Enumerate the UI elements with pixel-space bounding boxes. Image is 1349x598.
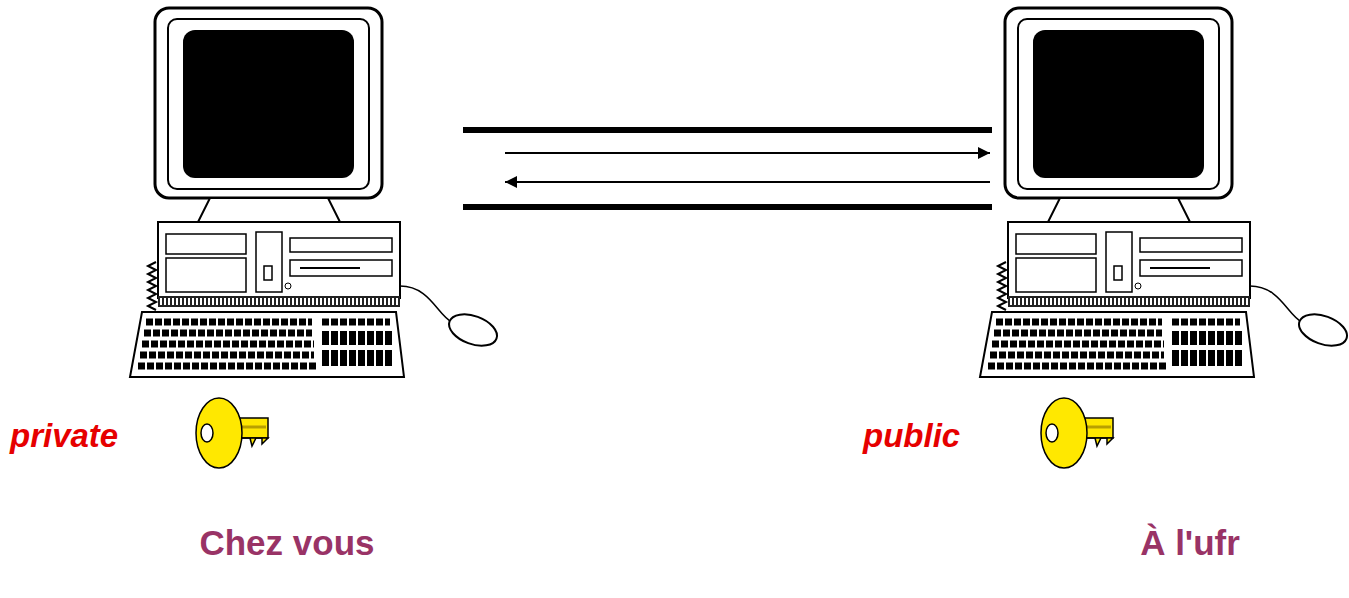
key-label: public <box>863 417 1003 455</box>
key-icon <box>1041 398 1113 468</box>
key-label: private <box>10 417 150 455</box>
computer-station: privateChez vous <box>130 5 505 575</box>
arrow-connector <box>505 152 990 154</box>
computer-illustration <box>130 8 501 377</box>
computer-station: publicÀ l'ufr <box>990 5 1349 575</box>
channel-line <box>463 127 992 133</box>
arrow-connector <box>505 181 990 183</box>
place-label: À l'ufr <box>1090 523 1290 563</box>
channel-line <box>463 204 992 210</box>
key-icon <box>196 398 268 468</box>
computer-illustration <box>980 8 1349 377</box>
place-label: Chez vous <box>187 523 387 563</box>
